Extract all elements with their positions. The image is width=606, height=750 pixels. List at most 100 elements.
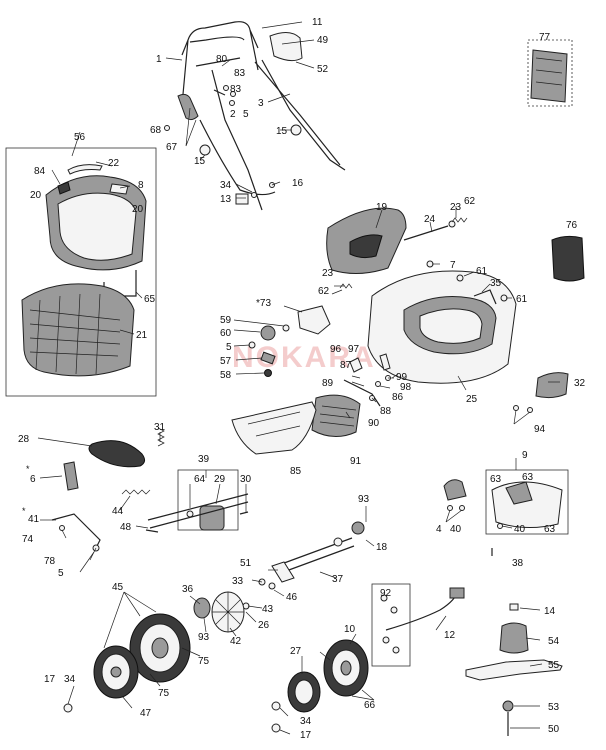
mower-deck-25 <box>367 260 517 384</box>
label-part-55: 55 <box>548 660 560 671</box>
label-part-34: 34 <box>64 674 76 685</box>
part-96 <box>349 357 363 373</box>
bolt-15-top <box>290 124 302 136</box>
knob-6 <box>63 461 79 491</box>
label-part-68: 68 <box>150 125 162 136</box>
label-part-23: 23 <box>450 202 462 213</box>
label-part-61: 61 <box>476 266 488 277</box>
label-part-42: 42 <box>230 636 242 647</box>
pin-48 <box>145 529 159 533</box>
shaft-30 <box>239 511 249 515</box>
label-part-62: 62 <box>318 286 330 297</box>
label-part-83: 83 <box>230 84 242 95</box>
bag-handle-22 <box>67 164 103 175</box>
label-part-40: 40 <box>514 524 526 535</box>
label-part-28: 28 <box>18 434 30 445</box>
hub-cap-47 <box>93 645 139 699</box>
bracket-4 <box>443 479 467 501</box>
label-part-12: 12 <box>444 630 456 641</box>
label-part-32: 32 <box>574 378 586 389</box>
label-part-15: 15 <box>194 156 206 167</box>
label-part-29: 29 <box>214 474 226 485</box>
wheel-gear-36 <box>193 591 245 633</box>
part-60 <box>260 325 276 341</box>
label-part-93: 93 <box>358 494 370 505</box>
label-part-99: 99 <box>396 372 408 383</box>
label-part-48: 48 <box>120 522 132 533</box>
blade-guard-assembly <box>443 469 569 535</box>
label-part-80: 80 <box>216 54 228 65</box>
bracket-35 <box>473 289 497 305</box>
label-sheet-77 <box>530 49 568 103</box>
label-part-77: 77 <box>539 32 551 43</box>
label-part-24: 24 <box>424 214 436 225</box>
label-part-30: 30 <box>240 474 252 485</box>
label-part-5: 5 <box>243 109 249 120</box>
label-part-4: 4 <box>436 524 442 535</box>
handle-knob-right <box>269 32 303 62</box>
label-part-78: 78 <box>44 556 56 567</box>
label-part-51: 51 <box>240 558 252 569</box>
leader-lines <box>37 21 560 735</box>
cable-box-12 <box>371 583 465 667</box>
label-part-16: 16 <box>292 178 304 189</box>
bracket-73 <box>248 305 391 407</box>
label-part-87: 87 <box>340 360 352 371</box>
label-part-13: 13 <box>220 194 232 205</box>
label-part-63: 63 <box>490 474 502 485</box>
lever-41 <box>51 513 101 549</box>
front-axle-assembly <box>242 521 365 610</box>
adapter-54 <box>499 622 529 654</box>
spring-44 <box>121 489 151 495</box>
label-part-63: 63 <box>522 472 534 483</box>
label-part-64: 64 <box>194 474 206 485</box>
label-part-19: 19 <box>376 202 388 213</box>
gearbox-29 <box>199 505 225 531</box>
handle-assembly <box>164 21 346 211</box>
label-part-2: 2 <box>230 109 236 120</box>
label-part-91: 91 <box>350 456 362 467</box>
label-part-66: 66 <box>364 700 376 711</box>
label-part-56: 56 <box>74 132 86 143</box>
label-part-60: 60 <box>220 328 232 339</box>
label-part-92: 92 <box>380 588 392 599</box>
watermark: NOKARA <box>232 341 376 374</box>
label-part-52: 52 <box>317 64 329 75</box>
bracket-51 <box>271 561 295 583</box>
label-part-86: 86 <box>392 392 404 403</box>
label-part-93: 93 <box>198 632 210 643</box>
label-part-54: 54 <box>548 636 560 647</box>
engine-cover-19 <box>326 207 468 289</box>
belt-28 <box>88 440 146 468</box>
label-part-83: 83 <box>234 68 246 79</box>
axle-39 <box>147 493 249 529</box>
asterisk-6: * <box>26 464 30 474</box>
label-part-36: 36 <box>182 584 194 595</box>
label-part-67: 67 <box>166 142 178 153</box>
front-wheel-right <box>323 639 369 697</box>
label-part-10: 10 <box>344 624 356 635</box>
label-part-85: 85 <box>290 466 302 477</box>
label-part-8: 8 <box>138 180 144 191</box>
spring-23 <box>451 217 468 223</box>
label-part-26: 26 <box>258 620 270 631</box>
label-part-7: 7 <box>450 260 456 271</box>
label-part-5: 5 <box>226 342 232 353</box>
label-part-39: 39 <box>198 454 210 465</box>
label-part-9: 9 <box>522 450 528 461</box>
label-part-50: 50 <box>548 724 560 735</box>
clip-84 <box>57 181 71 195</box>
label-part-3: 3 <box>258 98 264 109</box>
label-part-11: 11 <box>312 17 323 28</box>
bolt-15-left <box>199 144 211 156</box>
lower-handle <box>211 59 346 211</box>
label-part-90: 90 <box>368 418 380 429</box>
label-part-1: 1 <box>156 54 162 65</box>
label-part-57: 57 <box>220 356 232 367</box>
label-part-89: 89 <box>322 378 334 389</box>
rear-flap-32 <box>513 372 569 413</box>
part-77-box <box>527 39 573 107</box>
label-part-25: 25 <box>466 394 478 405</box>
label-part-45: 45 <box>112 582 124 593</box>
